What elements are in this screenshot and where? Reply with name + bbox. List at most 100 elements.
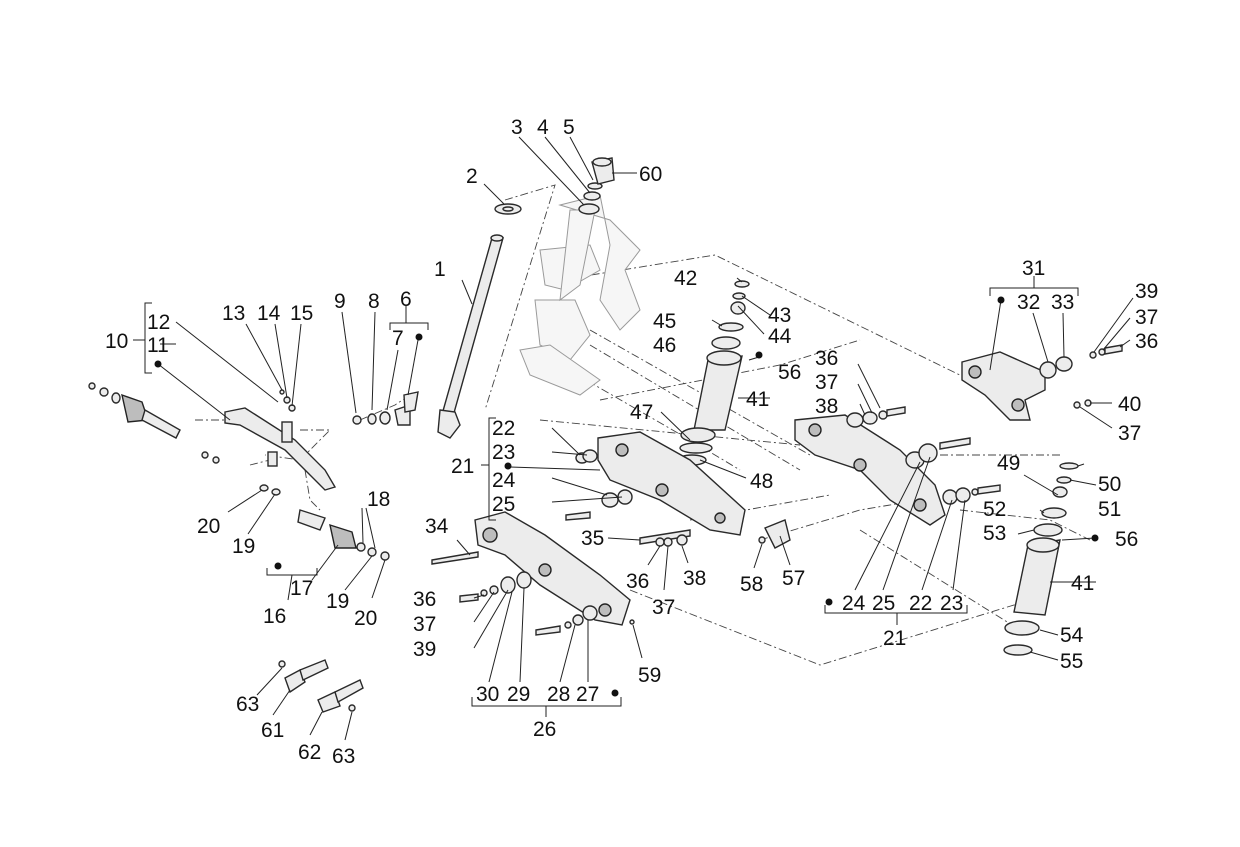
callout-37d: 37 bbox=[1135, 306, 1158, 329]
callout-6: 6 bbox=[400, 288, 412, 311]
callout-38b: 38 bbox=[815, 395, 838, 418]
callout-51: 51 bbox=[1098, 498, 1121, 521]
callout-34: 34 bbox=[425, 515, 449, 538]
callout-56b: 56 bbox=[1115, 528, 1138, 551]
top-nut-stack bbox=[578, 157, 615, 215]
callout-12: 12 bbox=[147, 311, 170, 334]
callout-37a: 37 bbox=[413, 613, 436, 636]
callout-37e: 37 bbox=[1118, 422, 1141, 445]
callout-19a: 19 bbox=[232, 535, 255, 558]
callout-57: 57 bbox=[782, 567, 805, 590]
callout-42: 42 bbox=[674, 267, 697, 290]
callout-1: 1 bbox=[434, 258, 446, 281]
callout-25b: 25 bbox=[872, 592, 895, 615]
callout-59: 59 bbox=[638, 664, 661, 687]
callout-39a: 39 bbox=[413, 638, 436, 661]
callout-55: 55 bbox=[1060, 650, 1083, 673]
bushing-assembly-16 bbox=[297, 509, 390, 561]
callout-14: 14 bbox=[257, 302, 281, 325]
callout-56a: 56 bbox=[778, 361, 801, 384]
callout-19b: 19 bbox=[326, 590, 349, 613]
callout-41a: 41 bbox=[746, 388, 769, 411]
callout-63b: 63 bbox=[332, 745, 355, 768]
callout-11: 11 bbox=[147, 334, 169, 357]
callout-37c: 37 bbox=[815, 371, 838, 394]
callout-58: 58 bbox=[740, 573, 763, 596]
frame-outline bbox=[519, 194, 641, 396]
callout-20b: 20 bbox=[354, 607, 377, 630]
bracket-57 bbox=[764, 519, 791, 549]
steering-arm-31 bbox=[961, 344, 1123, 421]
callout-41b: 41 bbox=[1071, 572, 1094, 595]
callout-45: 45 bbox=[653, 310, 676, 333]
callout-17: 17 bbox=[290, 577, 313, 600]
callout-7: 7 bbox=[392, 327, 404, 350]
callout-37b: 37 bbox=[652, 596, 675, 619]
callout-50: 50 bbox=[1098, 473, 1121, 496]
callout-36c: 36 bbox=[815, 347, 838, 370]
callout-36d: 36 bbox=[1135, 330, 1158, 353]
lever-61 bbox=[278, 659, 329, 694]
callout-labels: 1 2 3 4 5 60 6 7 8 9 10 11 12 13 14 15 1… bbox=[105, 116, 1158, 768]
screw-58 bbox=[758, 536, 766, 544]
axle-beam-lower bbox=[431, 511, 691, 636]
callout-44: 44 bbox=[768, 325, 792, 348]
callout-8: 8 bbox=[368, 290, 380, 313]
callout-38a: 38 bbox=[683, 567, 706, 590]
pitman-arm-group bbox=[352, 391, 419, 426]
callout-49: 49 bbox=[997, 452, 1020, 475]
kingpin-housing-right bbox=[1003, 462, 1079, 656]
callout-46: 46 bbox=[653, 334, 676, 357]
callout-2: 2 bbox=[466, 165, 478, 188]
steering-shaft bbox=[437, 234, 504, 439]
callout-26: 26 bbox=[533, 718, 556, 741]
callout-22a: 22 bbox=[492, 417, 515, 440]
callout-27: 27 bbox=[576, 683, 599, 706]
callout-13: 13 bbox=[222, 302, 245, 325]
callout-48: 48 bbox=[750, 470, 773, 493]
callout-61: 61 bbox=[261, 719, 284, 742]
callout-32: 32 bbox=[1017, 291, 1040, 314]
callout-52: 52 bbox=[983, 498, 1006, 521]
callout-29: 29 bbox=[507, 683, 530, 706]
callout-16: 16 bbox=[263, 605, 286, 628]
kingpin-housing-upper bbox=[677, 280, 750, 466]
callout-4: 4 bbox=[537, 116, 549, 139]
callout-39b: 39 bbox=[1135, 280, 1158, 303]
callout-35: 35 bbox=[581, 527, 604, 550]
callout-5: 5 bbox=[563, 116, 575, 139]
tie-rod-assembly bbox=[88, 382, 337, 496]
callout-28: 28 bbox=[547, 683, 570, 706]
callout-31: 31 bbox=[1022, 257, 1045, 280]
callout-60: 60 bbox=[639, 163, 662, 186]
callout-63a: 63 bbox=[236, 693, 259, 716]
callout-23b: 23 bbox=[940, 592, 963, 615]
callout-22b: 22 bbox=[909, 592, 932, 615]
callout-24a: 24 bbox=[492, 469, 516, 492]
callout-36b: 36 bbox=[626, 570, 649, 593]
callout-62: 62 bbox=[298, 741, 321, 764]
callout-23a: 23 bbox=[492, 441, 515, 464]
callout-33: 33 bbox=[1051, 291, 1074, 314]
callout-3: 3 bbox=[511, 116, 523, 139]
callout-36a: 36 bbox=[413, 588, 436, 611]
marker-dots bbox=[154, 296, 1099, 697]
callout-18: 18 bbox=[367, 488, 390, 511]
callout-21a: 21 bbox=[451, 455, 474, 478]
axle-beam-left bbox=[565, 431, 746, 536]
callout-20a: 20 bbox=[197, 515, 220, 538]
callout-54: 54 bbox=[1060, 624, 1084, 647]
callout-25a: 25 bbox=[492, 493, 515, 516]
callout-53: 53 bbox=[983, 522, 1006, 545]
callout-10: 10 bbox=[105, 330, 128, 353]
leader-lines bbox=[133, 136, 1134, 741]
callout-43: 43 bbox=[768, 304, 791, 327]
callout-21b: 21 bbox=[883, 627, 906, 650]
washer-2-hole bbox=[502, 206, 514, 212]
callout-30: 30 bbox=[476, 683, 499, 706]
axle-beam-right bbox=[794, 406, 1001, 526]
lever-62 bbox=[317, 679, 364, 713]
callout-40: 40 bbox=[1118, 393, 1141, 416]
callout-9: 9 bbox=[334, 290, 346, 313]
